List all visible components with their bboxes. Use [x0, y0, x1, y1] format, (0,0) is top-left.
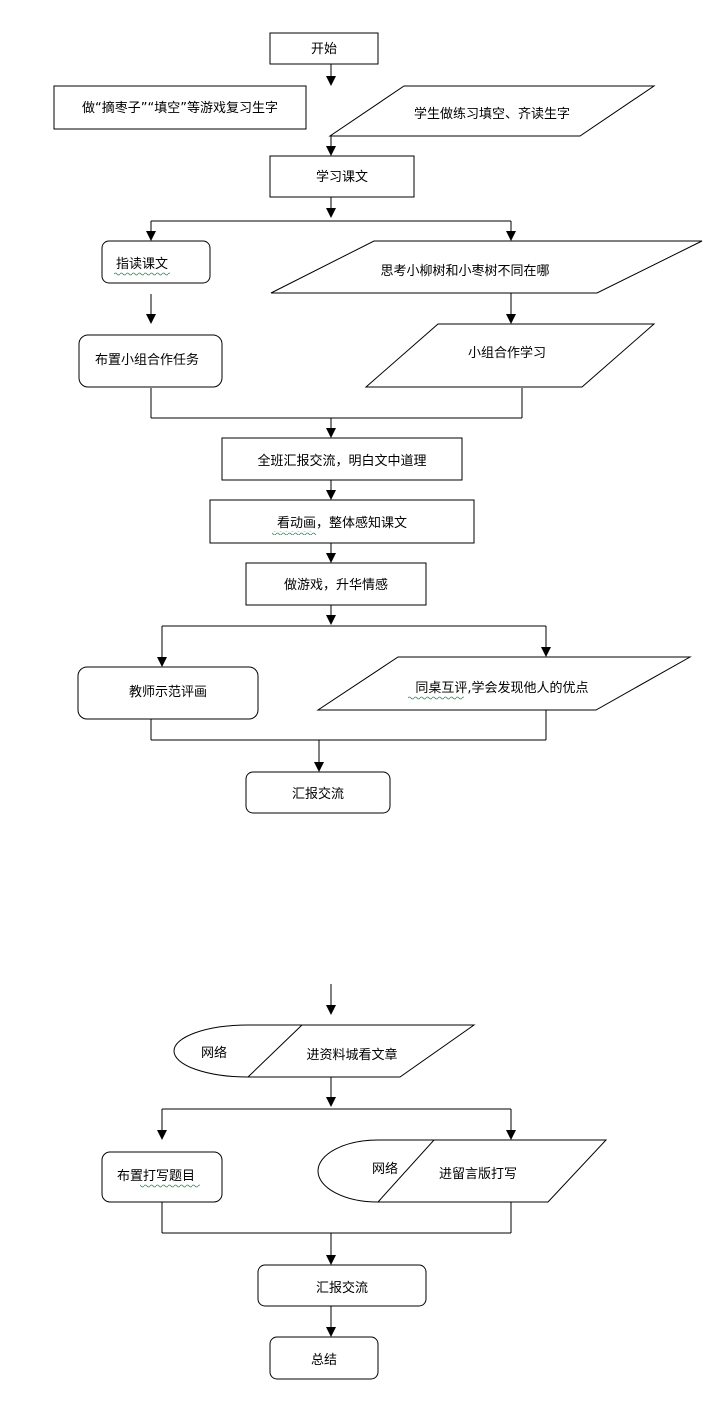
node-net-1-label: 进资料城看文章 — [306, 1047, 397, 1063]
node-net-2-label: 进留言版打写 — [439, 1167, 517, 1182]
node-learn-text: 学习课文 — [269, 155, 415, 198]
spellcheck-underline — [272, 531, 316, 535]
node-net-2: 网络 进留言版打写 — [317, 1139, 608, 1203]
node-group-study-label: 小组合作学习 — [468, 345, 546, 361]
node-student-practice-label: 学生做练习填空、齐读生字 — [414, 106, 570, 122]
node-assign-writing-label: 布置打写题目 — [117, 1169, 195, 1184]
node-think-trees: 思考小柳树和小枣树不同在哪 — [270, 240, 703, 294]
node-read-text-label: 指读课文 — [116, 257, 168, 272]
node-class-report: 全班汇报交流，明白文中道理 — [221, 437, 463, 481]
node-play-game: 做游戏，升华情感 — [245, 562, 427, 606]
node-report-2: 汇报交流 — [257, 1264, 427, 1307]
node-summary: 总结 — [269, 1336, 379, 1380]
connectors — [146, 64, 551, 1337]
node-think-trees-label: 思考小柳树和小枣树不同在哪 — [380, 264, 549, 279]
node-review-game-label: 做“摘枣子”“填空”等游戏复习生字 — [82, 100, 278, 116]
node-teacher-demo-label: 教师示范评画 — [129, 684, 207, 700]
node-review-game: 做“摘枣子”“填空”等游戏复习生字 — [53, 85, 307, 130]
spellcheck-underline — [114, 272, 170, 276]
node-assign-writing: 布置打写题目 — [101, 1151, 223, 1203]
node-report-1: 汇报交流 — [245, 771, 391, 814]
node-teacher-demo: 教师示范评画 — [77, 666, 259, 720]
node-watch-animation-label: 看动画，整体感知课文 — [277, 515, 407, 531]
node-start-label: 开始 — [311, 42, 337, 57]
node-net-2-tag: 网络 — [372, 1161, 398, 1177]
node-group-study: 小组合作学习 — [364, 323, 656, 388]
node-learn-text-label: 学习课文 — [316, 169, 368, 185]
node-assign-group-task: 布置小组合作任务 — [78, 334, 223, 388]
node-assign-group-task-label: 布置小组合作任务 — [95, 352, 199, 368]
node-net-1-tag: 网络 — [201, 1045, 227, 1061]
node-class-report-label: 全班汇报交流，明白文中道理 — [257, 453, 426, 469]
node-summary-label: 总结 — [311, 1353, 337, 1368]
spellcheck-underline — [140, 1184, 200, 1188]
node-read-text: 指读课文 — [101, 240, 211, 284]
node-watch-animation: 看动画，整体感知课文 — [209, 499, 475, 544]
node-start: 开始 — [269, 32, 379, 65]
node-play-game-label: 做游戏，升华情感 — [284, 577, 388, 593]
node-report-1-label: 汇报交流 — [292, 786, 344, 802]
node-peer-review-label: 同桌互评,学会发现他人的优点 — [415, 680, 588, 696]
node-peer-review: 同桌互评,学会发现他人的优点 — [316, 656, 692, 711]
spellcheck-underline — [408, 696, 464, 700]
node-student-practice: 学生做练习填空、齐读生字 — [328, 85, 656, 137]
node-net-1: 网络 进资料城看文章 — [173, 1024, 476, 1078]
node-report-2-label: 汇报交流 — [316, 1280, 368, 1296]
